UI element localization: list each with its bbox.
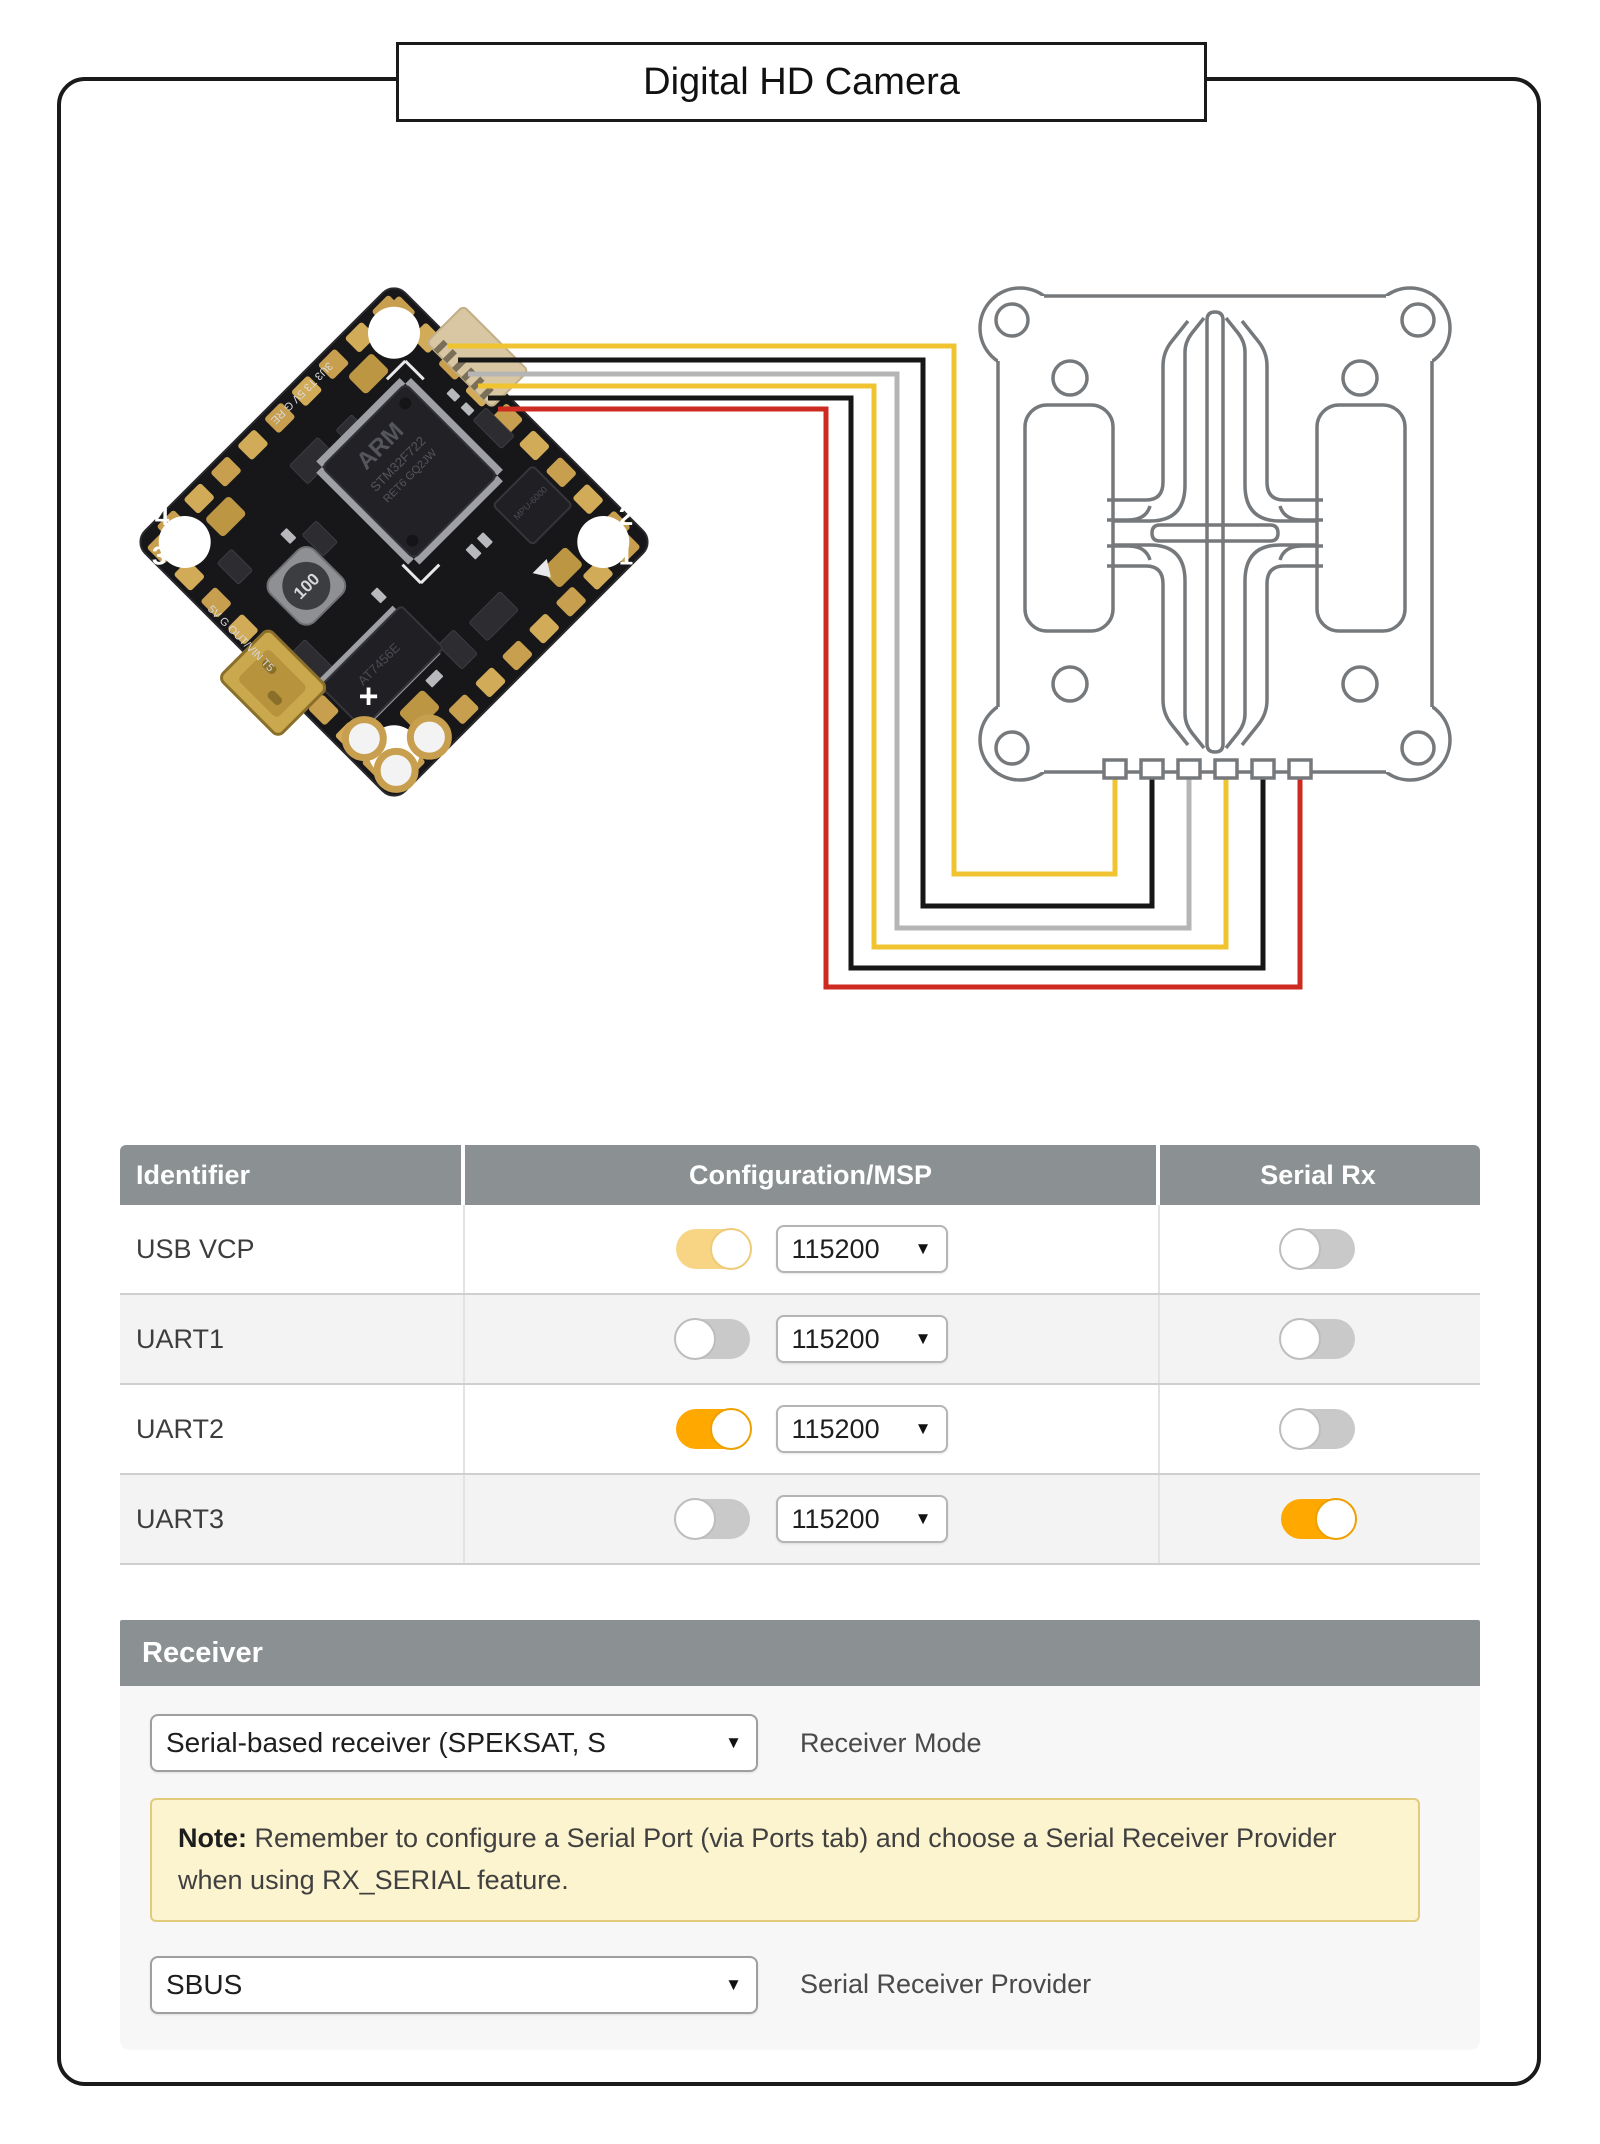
toggle-knob — [1315, 1498, 1357, 1540]
table-row-uart3: UART3 115200 ▼ — [120, 1475, 1480, 1565]
serial-rx-toggle[interactable] — [1279, 1408, 1355, 1450]
fc-mcu-chip: ARM STM32F722 RET6 GQ2JW — [316, 377, 503, 565]
column-header-configuration-msp: Configuration/MSP — [465, 1145, 1160, 1205]
receiver-mode-value: Serial-based receiver (SPEKSAT, S — [166, 1727, 606, 1758]
fc-inductor: 100 — [266, 545, 347, 626]
serial-rx-toggle[interactable] — [1279, 1318, 1355, 1360]
wire-gray-1 — [468, 371, 1192, 931]
toggle-knob — [709, 1228, 752, 1270]
serial-rx-toggle[interactable] — [1281, 1498, 1357, 1540]
table-row-uart2: UART2 115200 ▼ — [120, 1385, 1480, 1475]
receiver-mode-label: Receiver Mode — [800, 1727, 982, 1758]
camera-mount-hole — [1400, 302, 1436, 338]
fc-mount-hole — [158, 516, 211, 568]
port-identifier: USB VCP — [120, 1205, 465, 1293]
chevron-down-icon: ▼ — [914, 1419, 932, 1438]
table-row-usb-vcp: USB VCP 115200 ▼ — [120, 1205, 1480, 1295]
chevron-down-icon: ▼ — [725, 1974, 742, 1994]
camera-solder-pads — [1102, 758, 1313, 780]
port-identifier: UART1 — [120, 1295, 465, 1383]
toggle-knob — [1279, 1408, 1321, 1450]
toggle-knob — [709, 1408, 752, 1450]
toggle-knob — [1279, 1228, 1321, 1270]
ports-table: Identifier Configuration/MSP Serial Rx U… — [120, 1145, 1480, 1565]
port-identifier: UART2 — [120, 1385, 465, 1473]
receiver-panel: Receiver Serial-based receiver (SPEKSAT,… — [120, 1620, 1480, 2050]
fc-gyro-chip: MPU-6000 — [493, 466, 572, 545]
baud-value: 115200 — [791, 1323, 880, 1354]
wire-red-1 — [498, 406, 1303, 990]
fc-mount-hole — [577, 516, 630, 568]
fc-battery-pads: + — [341, 678, 452, 793]
toggle-knob — [673, 1498, 716, 1540]
column-header-serial-rx: Serial Rx — [1260, 1159, 1376, 1190]
serial-receiver-provider-select[interactable]: SBUS ▼ — [150, 1955, 758, 2014]
fc-osd-chip: AT7456E — [319, 605, 443, 729]
fc-corner-number: 4 — [155, 501, 170, 531]
msp-toggle[interactable] — [675, 1228, 752, 1270]
camera-board — [978, 286, 1452, 782]
note-prefix: Note: — [178, 1823, 247, 1853]
wire-yellow-1 — [448, 343, 1118, 877]
baud-select[interactable]: 115200 ▼ — [775, 1405, 948, 1453]
baud-select[interactable]: 115200 ▼ — [775, 1495, 948, 1543]
toggle-knob — [673, 1318, 716, 1360]
fc-corner-number: 1 — [619, 541, 633, 571]
camera-mount-hole — [994, 730, 1030, 766]
wire-black-2 — [488, 395, 1266, 971]
fc-plus-label: + — [359, 678, 379, 716]
page-title-text: Digital HD Camera — [643, 60, 960, 103]
baud-select[interactable]: 115200 ▼ — [775, 1225, 948, 1273]
camera-mount-hole — [994, 302, 1030, 338]
fc-usb-connector — [220, 629, 327, 736]
fc-mount-hole — [368, 306, 420, 359]
camera-mount-hole — [1400, 730, 1436, 766]
chevron-down-icon: ▼ — [914, 1509, 932, 1528]
page-title: Digital HD Camera — [396, 42, 1207, 122]
msp-toggle[interactable] — [673, 1498, 750, 1540]
msp-toggle[interactable] — [673, 1318, 750, 1360]
baud-value: 115200 — [791, 1233, 880, 1264]
msp-toggle[interactable] — [675, 1408, 752, 1450]
fc-corner-number: 3 — [152, 541, 166, 571]
wire-yellow-2 — [478, 383, 1229, 950]
serial-receiver-provider-label: Serial Receiver Provider — [800, 1969, 1092, 2000]
chevron-down-icon: ▼ — [914, 1239, 932, 1258]
chevron-down-icon: ▼ — [914, 1329, 932, 1348]
fc-board: 4 3 2 1 — [139, 287, 649, 797]
serial-rx-toggle[interactable] — [1279, 1228, 1355, 1270]
baud-value: 115200 — [791, 1503, 880, 1534]
fc-corner-number: 2 — [619, 501, 633, 531]
serial-receiver-provider-value: SBUS — [166, 1968, 243, 2000]
table-row-uart1: UART1 115200 ▼ — [120, 1295, 1480, 1385]
receiver-note: Note: Remember to configure a Serial Por… — [150, 1798, 1420, 1922]
fc-arrow-silkscreen — [532, 558, 551, 578]
column-header-identifier: Identifier — [120, 1145, 465, 1205]
toggle-knob — [1279, 1318, 1321, 1360]
port-identifier: UART3 — [120, 1475, 465, 1563]
wire-black-1 — [458, 357, 1155, 909]
baud-value: 115200 — [791, 1413, 880, 1444]
ports-table-header: Identifier Configuration/MSP Serial Rx — [120, 1145, 1480, 1205]
chevron-down-icon: ▼ — [725, 1733, 742, 1752]
baud-select[interactable]: 115200 ▼ — [775, 1315, 948, 1363]
receiver-panel-header: Receiver — [120, 1620, 1480, 1686]
receiver-mode-select[interactable]: Serial-based receiver (SPEKSAT, S ▼ — [150, 1714, 758, 1772]
wire-bundle — [448, 343, 1303, 990]
receiver-panel-body: Serial-based receiver (SPEKSAT, S ▼ Rece… — [120, 1686, 1480, 2050]
note-text: Remember to configure a Serial Port (via… — [178, 1823, 1337, 1895]
